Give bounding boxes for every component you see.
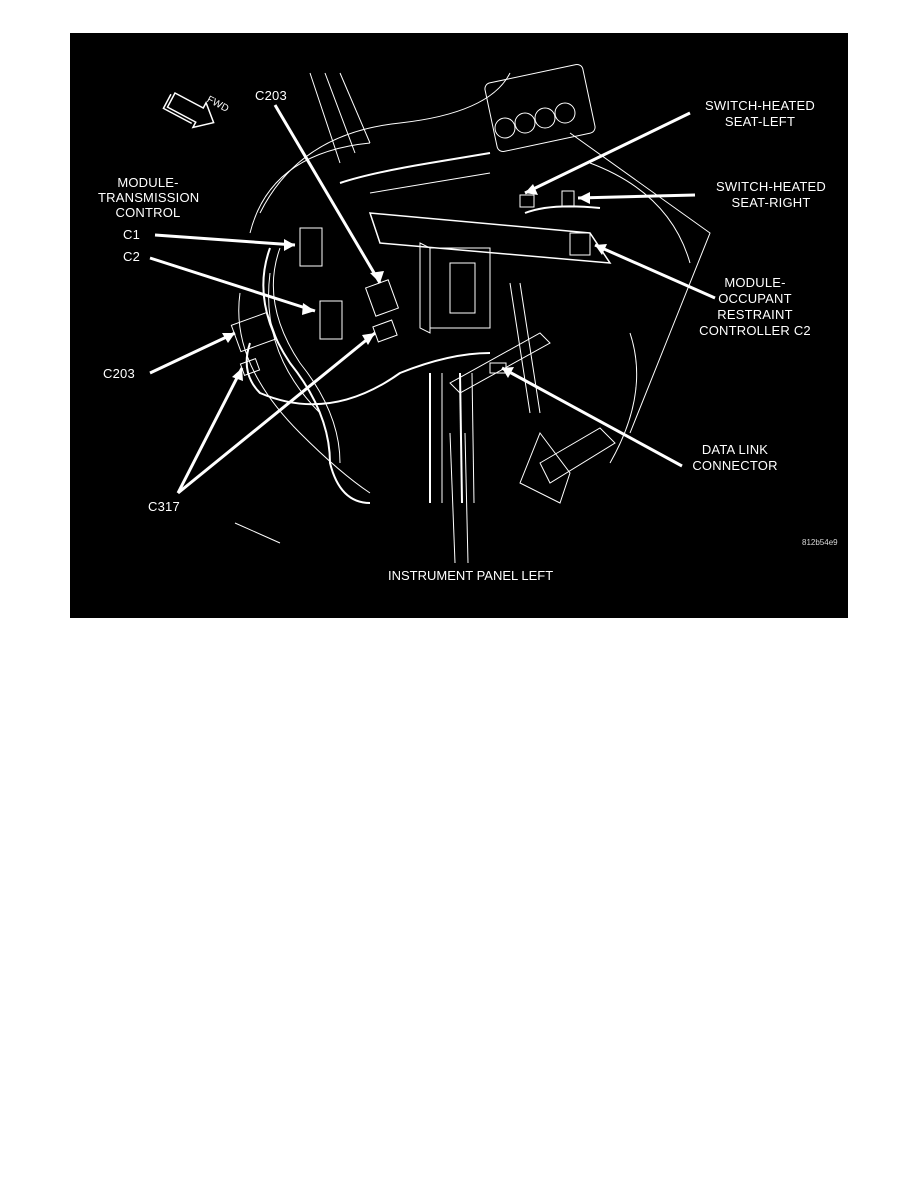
- wiring-illustration: [149, 63, 716, 564]
- callout-c317: C317: [148, 499, 180, 514]
- image-code: 812b54e9: [802, 538, 838, 547]
- figure-caption: INSTRUMENT PANEL LEFT: [388, 568, 554, 583]
- callout-c203-top: C203: [255, 88, 287, 103]
- callout-c203-left: C203: [103, 366, 135, 381]
- fwd-arrow-icon: [162, 91, 215, 129]
- callout-c2: C2: [123, 249, 141, 264]
- instrument-panel-diagram: FWD C203 MODULE- TRANSMISSION CONTROL C1…: [70, 33, 848, 618]
- callout-c1: C1: [123, 227, 141, 242]
